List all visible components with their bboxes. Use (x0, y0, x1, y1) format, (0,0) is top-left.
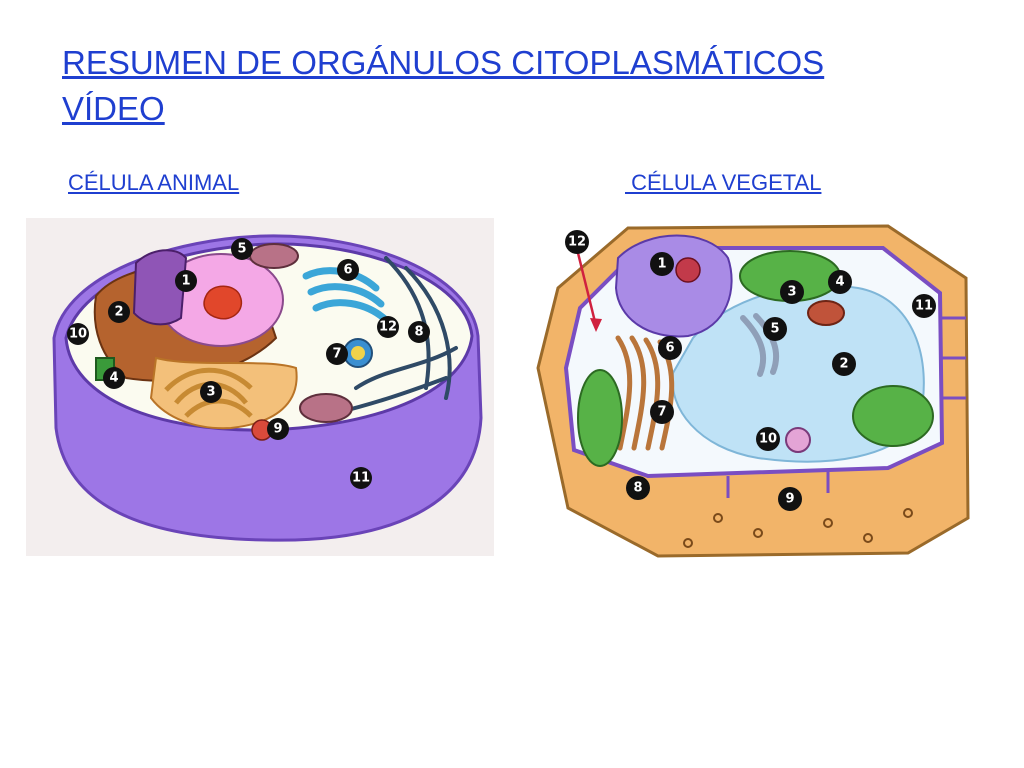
plant-mitochondrion (807, 300, 845, 326)
plant-nucleus (614, 234, 733, 338)
animal-marker-11[interactable]: 11 (350, 467, 372, 489)
svg-text:12: 12 (379, 320, 397, 335)
animal-marker-2[interactable]: 2 (108, 301, 130, 323)
animal-marker-3[interactable]: 3 (200, 381, 222, 403)
svg-text:9: 9 (273, 422, 282, 437)
animal-mitochondrion-top (249, 243, 299, 269)
animal-marker-5[interactable]: 5 (231, 238, 253, 260)
plant-cell-heading: CÉLULA VEGETAL (625, 170, 821, 196)
svg-text:8: 8 (414, 325, 423, 340)
svg-text:11: 11 (915, 299, 933, 314)
title-link-organelles[interactable]: RESUMEN DE ORGÁNULOS CITOPLASMÁTICOS (62, 44, 825, 81)
animal-marker-9[interactable]: 9 (267, 418, 289, 440)
svg-text:6: 6 (665, 341, 674, 356)
animal-marker-10[interactable]: 10 (67, 323, 89, 345)
plant-marker-12[interactable]: 12 (565, 230, 589, 254)
svg-text:1: 1 (181, 274, 190, 289)
svg-text:7: 7 (332, 347, 341, 362)
plant-marker-10[interactable]: 10 (756, 427, 780, 451)
svg-text:4: 4 (835, 275, 844, 290)
animal-cell-heading: CÉLULA ANIMAL (68, 170, 239, 196)
plant-cell-link[interactable]: CÉLULA VEGETAL (625, 170, 822, 195)
plant-marker-11[interactable]: 11 (912, 294, 936, 318)
plant-markers: 1 2 3 4 5 6 7 8 9 10 11 12 (565, 230, 936, 511)
svg-text:3: 3 (787, 285, 796, 300)
plant-marker-7[interactable]: 7 (650, 400, 674, 424)
svg-text:12: 12 (568, 235, 586, 250)
svg-text:8: 8 (633, 481, 642, 496)
plant-chloroplast-right (852, 385, 934, 447)
animal-nucleolus (203, 285, 243, 320)
svg-text:11: 11 (352, 471, 370, 486)
animal-marker-4[interactable]: 4 (103, 367, 125, 389)
plant-golgi (740, 313, 780, 377)
svg-text:10: 10 (759, 432, 777, 447)
plant-marker-8[interactable]: 8 (626, 476, 650, 500)
plant-marker-5[interactable]: 5 (763, 317, 787, 341)
plant-peroxisome (785, 427, 811, 453)
svg-text:7: 7 (657, 405, 666, 420)
animal-lysosome-core (351, 346, 365, 360)
svg-text:3: 3 (206, 385, 215, 400)
plant-marker-6[interactable]: 6 (658, 336, 682, 360)
plant-wall-pits (683, 508, 913, 548)
animal-marker-8[interactable]: 8 (408, 321, 430, 343)
animal-marker-1[interactable]: 1 (175, 270, 197, 292)
plant-marker-4[interactable]: 4 (828, 270, 852, 294)
plant-chloroplast-left (577, 369, 623, 467)
svg-text:9: 9 (785, 492, 794, 507)
animal-marker-6[interactable]: 6 (337, 259, 359, 281)
plant-plasmodesmata (726, 316, 966, 498)
plant-arrow (576, 252, 598, 327)
svg-text:10: 10 (69, 327, 87, 342)
plant-marker-3[interactable]: 3 (780, 280, 804, 304)
animal-cell-svg: 1 2 3 4 5 6 7 8 9 10 11 12 (52, 234, 483, 542)
plant-arrow-head (590, 318, 602, 332)
page-title: RESUMEN DE ORGÁNULOS CITOPLASMÁTICOS VÍD… (62, 40, 824, 132)
title-link-video[interactable]: VÍDEO (62, 90, 165, 127)
plant-cell-svg: 1 2 3 4 5 6 7 8 9 10 11 12 (536, 224, 970, 558)
svg-text:6: 6 (343, 263, 352, 278)
animal-cytoskeleton (334, 256, 458, 415)
animal-marker-12[interactable]: 12 (377, 316, 399, 338)
svg-text:5: 5 (770, 322, 779, 337)
svg-text:5: 5 (237, 242, 246, 257)
animal-mitochondrion-bottom (299, 393, 353, 423)
plant-marker-1[interactable]: 1 (650, 252, 674, 276)
plant-nucleolus (675, 257, 701, 283)
plant-cell-diagram: 1 2 3 4 5 6 7 8 9 10 11 12 (528, 218, 978, 558)
plant-marker-2[interactable]: 2 (832, 352, 856, 376)
animal-dotted-region (132, 249, 188, 326)
svg-text:2: 2 (114, 305, 123, 320)
animal-cell-diagram: 1 2 3 4 5 6 7 8 9 10 11 12 (26, 218, 494, 556)
animal-marker-7[interactable]: 7 (326, 343, 348, 365)
animal-markers: 1 2 3 4 5 6 7 8 9 10 11 12 (67, 238, 430, 489)
svg-text:2: 2 (839, 357, 848, 372)
svg-text:1: 1 (657, 257, 666, 272)
plant-marker-9[interactable]: 9 (778, 487, 802, 511)
animal-cell-link[interactable]: CÉLULA ANIMAL (68, 170, 240, 195)
svg-text:4: 4 (109, 371, 118, 386)
